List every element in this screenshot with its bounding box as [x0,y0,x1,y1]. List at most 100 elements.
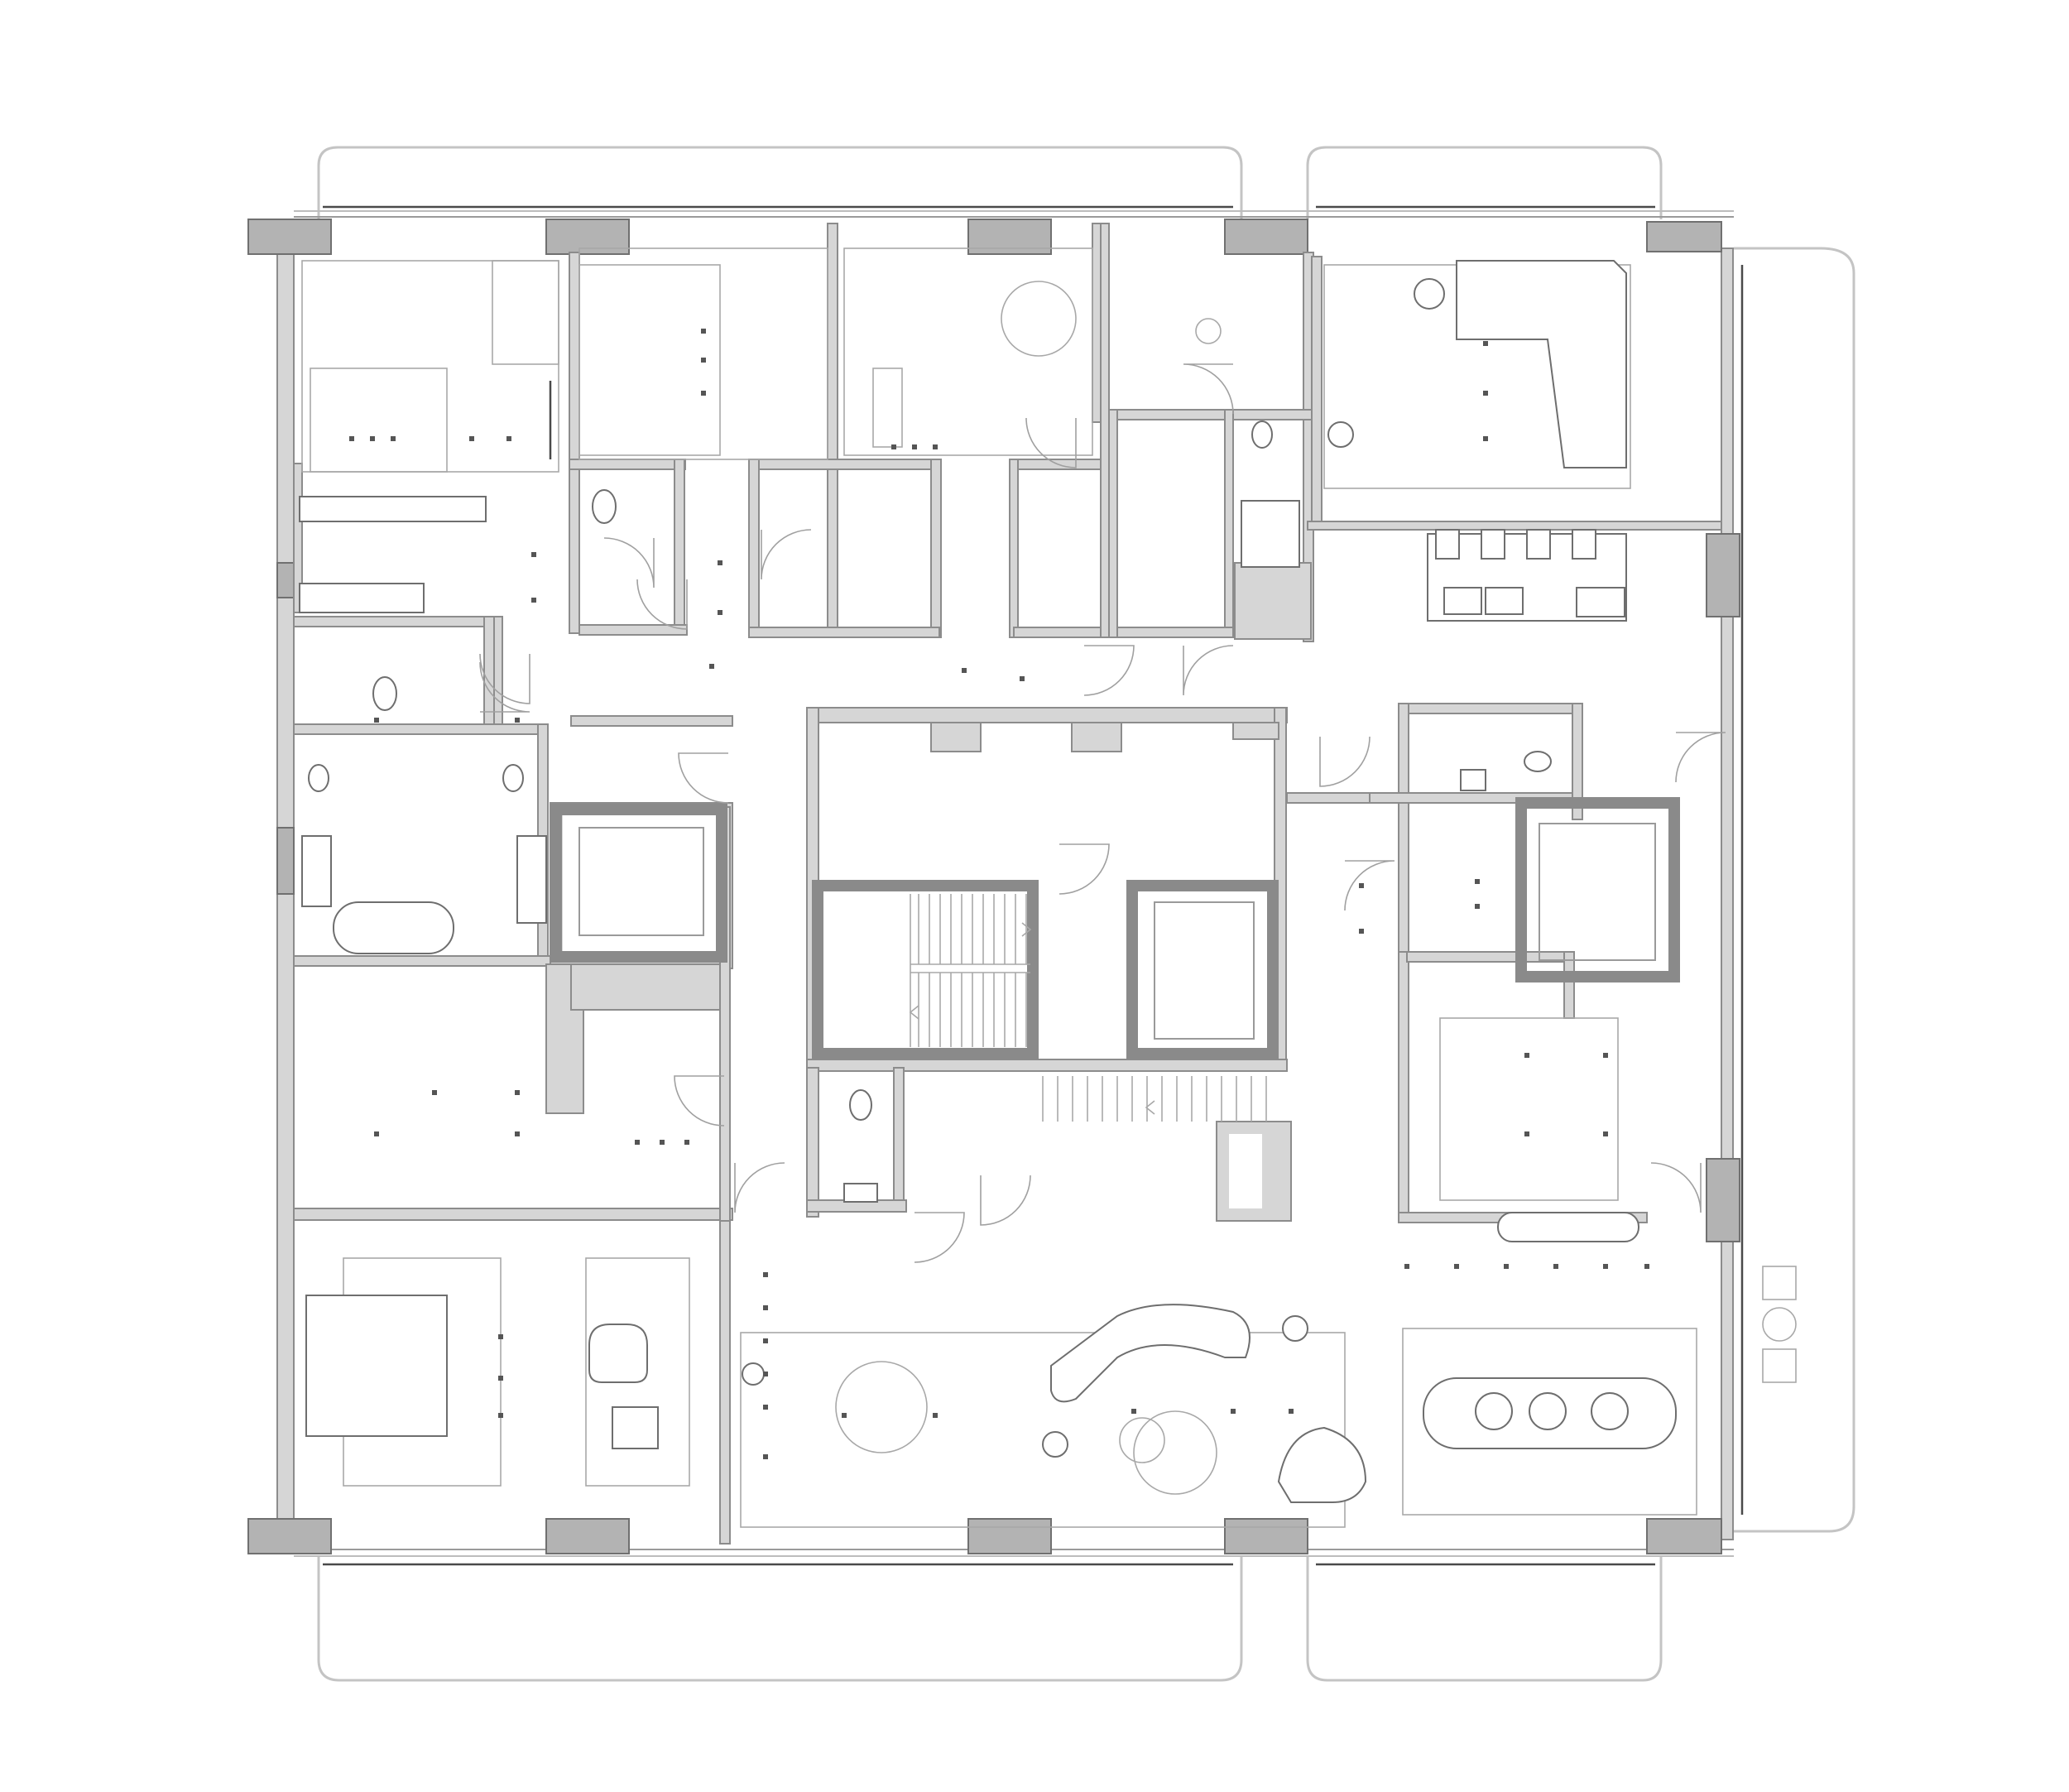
elevator-shaft-west [550,804,727,963]
ceiling-light [1454,1264,1459,1269]
ceiling-light [374,718,379,723]
bed-icon [310,368,448,473]
ceiling-light [763,1454,768,1459]
column [247,1518,332,1554]
ceiling-light [391,436,396,441]
ceiling-light [506,436,511,441]
ceiling-light [718,560,722,565]
ceiling-light [1483,391,1488,396]
column [1646,1518,1722,1554]
ottoman [612,1406,659,1449]
east-balcony [1734,247,1855,1533]
ceiling-light [709,664,714,669]
ceiling-light [933,444,938,449]
columns [247,219,1740,1554]
furniture [299,247,1797,1528]
ceiling-light [531,552,536,557]
east-wall [1721,247,1734,1540]
ceiling-light [432,1090,437,1095]
ceiling-light [1524,1131,1529,1136]
staircase-icon [909,894,1267,1122]
toilet-icon [1524,751,1552,772]
ceiling-light [370,436,375,441]
column [1224,219,1308,255]
ceiling-light [1603,1131,1608,1136]
column [276,562,295,598]
ceiling-light [1483,436,1488,441]
ceiling-light [498,1413,503,1418]
ceiling-light [349,436,354,441]
ceiling-light [763,1305,768,1310]
elevator-shaft-east [1515,797,1680,982]
ceiling-light [718,610,722,615]
bed-icon [305,1295,448,1437]
sink-icon [843,1183,878,1203]
armchair-icon [588,1324,648,1383]
ceiling-light [374,1131,379,1136]
column [545,1518,630,1554]
toilet-icon [1251,420,1273,449]
column [1646,221,1722,252]
ceiling-light [842,1413,847,1418]
ceiling-lights [349,329,1649,1459]
column [1706,533,1740,617]
bathtub-icon [333,901,454,954]
elevator-shaft-center [1126,880,1279,1059]
ceiling-light [763,1372,768,1376]
ceiling-light [1483,341,1488,346]
ceiling-light [891,444,896,449]
treadmill [872,368,903,448]
toilet-icon [849,1089,872,1121]
ceiling-light [498,1334,503,1339]
floor-lamp-icon [1327,421,1354,448]
sofa-icon [1456,260,1627,468]
sink-icon [1460,769,1486,791]
ceiling-light [763,1272,768,1277]
ceiling-light [1289,1409,1294,1414]
ceiling-light [469,436,474,441]
coffee-table [1133,1410,1217,1495]
sink-icon [516,835,547,924]
sink-icon [301,835,332,907]
ceiling-light [515,718,520,723]
armchair-icon [1277,1426,1367,1503]
ceiling-light [1404,1264,1409,1269]
ceiling-light [1231,1409,1236,1414]
ceiling-light [1504,1264,1509,1269]
sofa-icon [1050,1304,1251,1403]
ceiling-light [912,444,917,449]
ceiling-light [684,1140,689,1145]
ceiling-light [515,1131,520,1136]
ceiling-light [962,668,967,673]
floor-lamp-icon [1282,1315,1308,1342]
ceiling-light [1524,1053,1529,1058]
ceiling-light [701,329,706,334]
toilet-icon [308,764,329,792]
toilet-icon [502,764,524,792]
toilet-icon [592,489,617,524]
ceiling-light [701,358,706,363]
ceiling-light [933,1413,938,1418]
rug [1402,1328,1697,1516]
south-east-balcony [1306,1556,1663,1682]
staircase-shaft [812,880,1039,1059]
column [276,827,295,895]
wardrobe [299,496,487,522]
column [967,1518,1052,1554]
shower [1241,500,1300,568]
door-swing-icon [479,363,1726,1263]
north-west-balcony [317,146,1243,219]
ceiling-light [515,1090,520,1095]
ceiling-light [1603,1264,1608,1269]
ceiling-light [498,1376,503,1381]
ceiling-light [635,1140,640,1145]
ceiling-light [1359,929,1364,934]
ceiling-light [1131,1409,1136,1414]
bathroom-fixtures [301,420,1552,1203]
ceiling-light [1475,879,1480,884]
ceiling-light [763,1405,768,1410]
south-west-balcony [317,1556,1243,1682]
north-east-balcony [1306,146,1663,219]
bed-icon [578,264,721,456]
